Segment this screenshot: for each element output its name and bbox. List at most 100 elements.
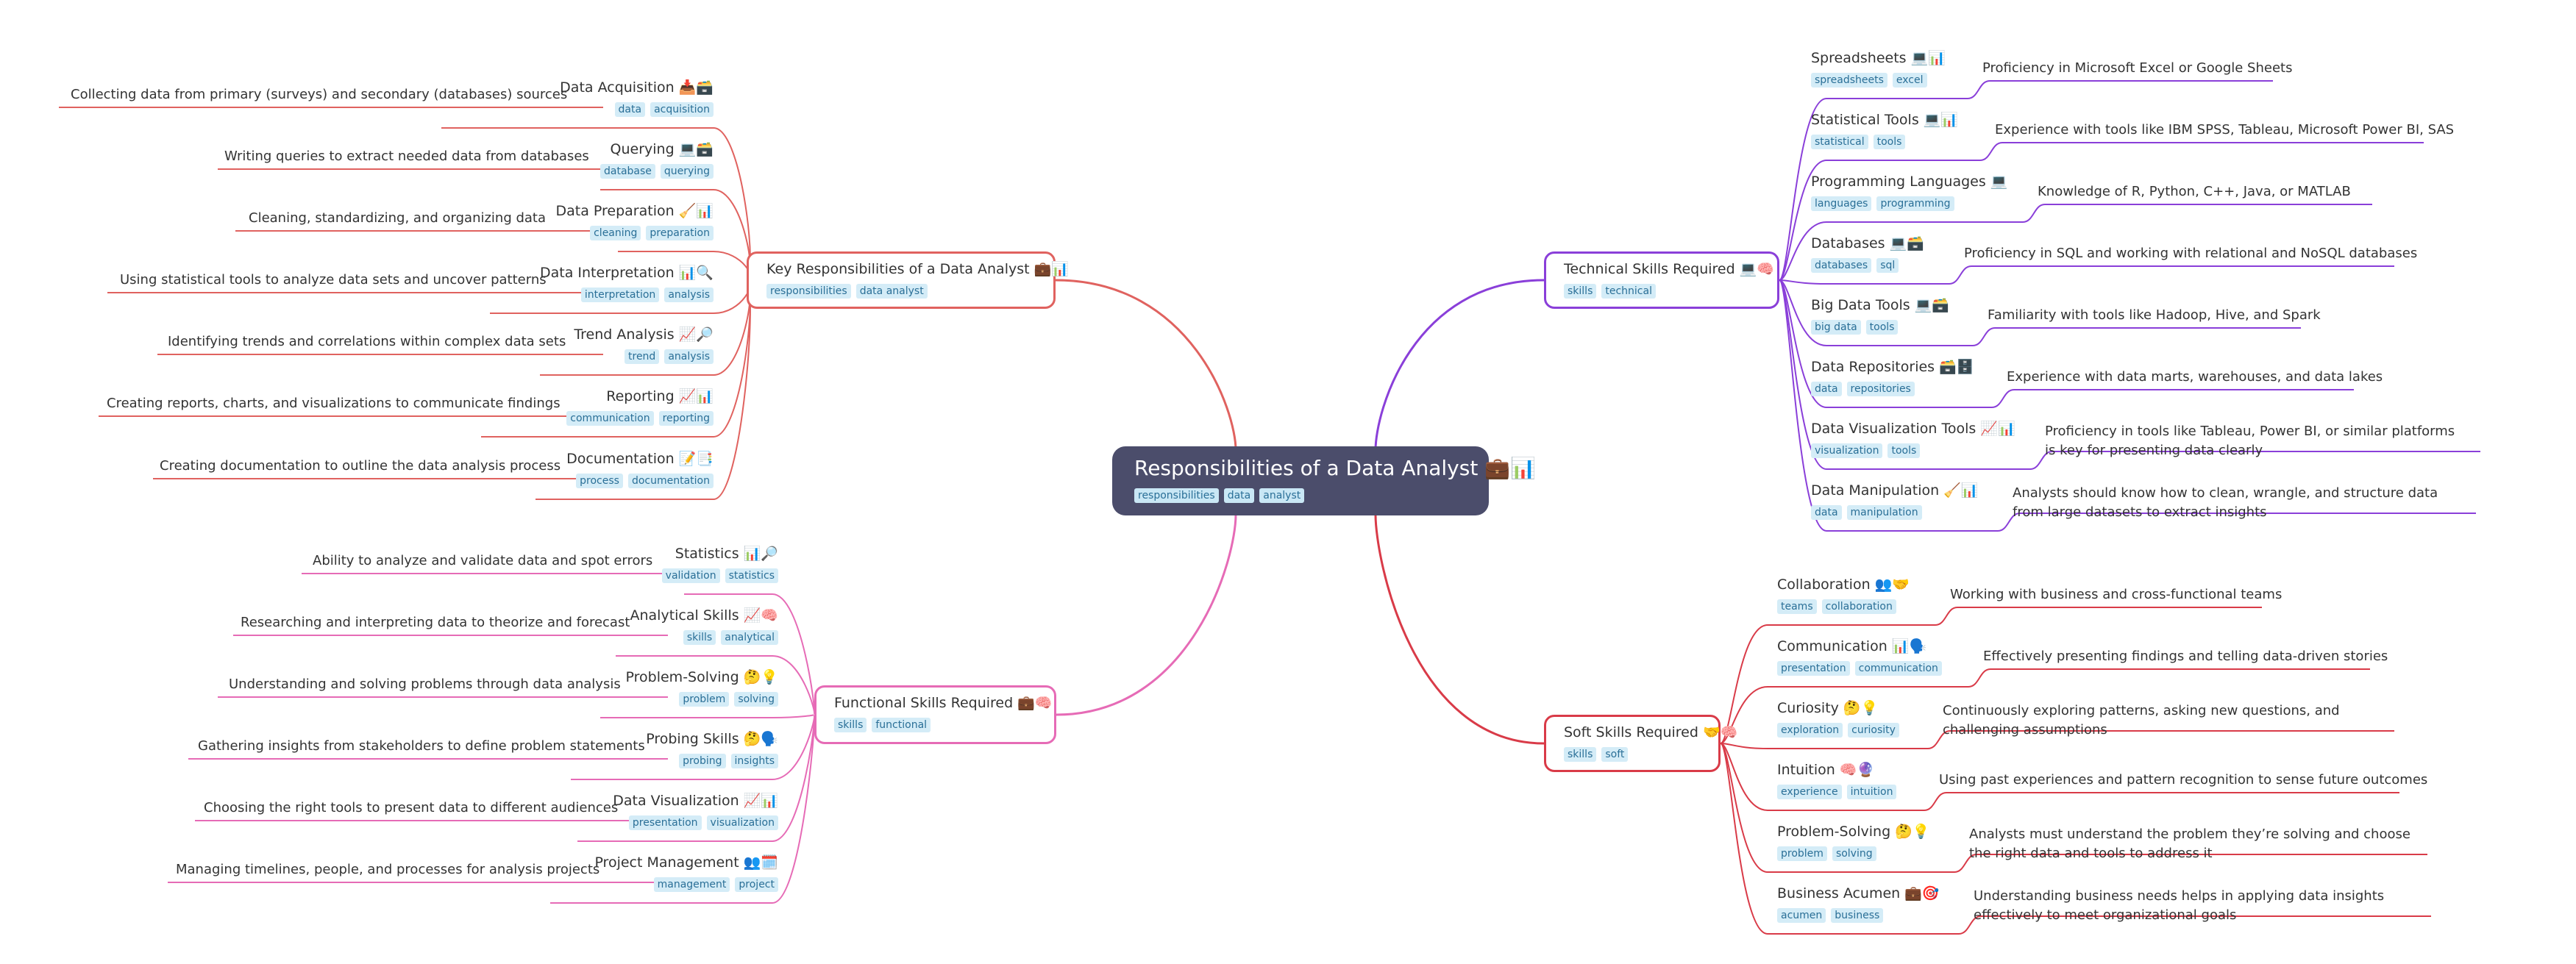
tag[interactable]: analysis xyxy=(664,288,714,302)
tag[interactable]: documentation xyxy=(627,474,714,488)
root-topic[interactable]: Responsibilities of a Data Analyst 💼📊 re… xyxy=(1112,446,1536,515)
tag[interactable]: data xyxy=(1811,505,1842,520)
tag[interactable]: skills xyxy=(683,630,716,645)
tag[interactable]: reporting xyxy=(658,411,714,426)
tag[interactable]: intuition xyxy=(1846,785,1897,799)
tag[interactable]: business xyxy=(1831,908,1884,923)
tag[interactable]: trend xyxy=(625,349,660,364)
tag[interactable]: problem xyxy=(679,692,730,707)
tag[interactable]: problem xyxy=(1777,846,1827,861)
tag[interactable]: skills xyxy=(834,718,867,732)
tag[interactable]: soft xyxy=(1601,747,1629,762)
tag[interactable]: technical xyxy=(1601,284,1656,299)
tag[interactable]: functional xyxy=(872,718,931,732)
tag[interactable]: sql xyxy=(1876,258,1899,273)
tag[interactable]: collaboration xyxy=(1821,599,1896,614)
tag[interactable]: insights xyxy=(730,754,778,768)
tag[interactable]: data xyxy=(614,102,646,117)
tag[interactable]: data analyst xyxy=(855,284,928,299)
tag[interactable]: communication xyxy=(566,411,654,426)
tag[interactable]: data xyxy=(1223,488,1255,503)
tag[interactable]: teams xyxy=(1777,599,1817,614)
tag[interactable]: databases xyxy=(1811,258,1872,273)
tag[interactable]: solving xyxy=(1832,846,1876,861)
detail-text: Experience with tools like IBM SPSS, Tab… xyxy=(1995,122,2455,138)
tag[interactable]: analysis xyxy=(664,349,714,364)
tag[interactable]: cleaning xyxy=(590,226,641,240)
tag[interactable]: database xyxy=(600,164,655,179)
tag[interactable]: probing xyxy=(679,754,726,768)
root-topic-tags: responsibilities data analyst xyxy=(1134,488,1467,503)
tag[interactable]: interpretation xyxy=(580,288,660,302)
tag[interactable]: exploration xyxy=(1777,723,1843,738)
tag[interactable]: excel xyxy=(1892,73,1927,88)
tag[interactable]: repositories xyxy=(1846,382,1915,396)
tag[interactable]: acumen xyxy=(1777,908,1826,923)
tag[interactable]: experience xyxy=(1777,785,1842,799)
tag[interactable]: responsibilities xyxy=(766,284,851,299)
tag[interactable]: acquisition xyxy=(650,102,714,117)
tag[interactable]: analyst xyxy=(1259,488,1305,503)
tag[interactable]: visualization xyxy=(1811,443,1883,458)
tag[interactable]: languages xyxy=(1811,196,1872,211)
tag[interactable]: solving xyxy=(734,692,778,707)
tag[interactable]: manipulation xyxy=(1846,505,1922,520)
tag[interactable]: spreadsheets xyxy=(1811,73,1887,88)
subtopic-node[interactable]: Data Visualization Tools 📈📊visualization… xyxy=(1811,419,2015,458)
tag[interactable]: big data xyxy=(1811,320,1861,335)
tag[interactable]: validation xyxy=(661,568,720,583)
tag[interactable]: management xyxy=(653,877,730,892)
tag[interactable]: statistical xyxy=(1811,135,1868,149)
tag[interactable]: project xyxy=(735,877,778,892)
tag[interactable]: skills xyxy=(1564,284,1597,299)
tag[interactable]: visualization xyxy=(706,815,778,830)
branch-topic-key[interactable]: Key Responsibilities of a Data Analyst 💼… xyxy=(747,251,1069,309)
tag[interactable]: presentation xyxy=(628,815,702,830)
detail-text: Effectively presenting findings and tell… xyxy=(1983,649,2388,664)
tag[interactable]: responsibilities xyxy=(1134,488,1219,503)
tag[interactable]: preparation xyxy=(646,226,714,240)
tag[interactable]: curiosity xyxy=(1848,723,1899,738)
tag[interactable]: presentation xyxy=(1777,661,1850,676)
tag[interactable]: communication xyxy=(1854,661,1942,676)
tag[interactable]: programming xyxy=(1876,196,1954,211)
tag[interactable]: skills xyxy=(1564,747,1597,762)
tag[interactable]: data xyxy=(1811,382,1842,396)
tag[interactable]: tools xyxy=(1887,443,1921,458)
tag[interactable]: querying xyxy=(660,164,714,179)
tag[interactable]: analytical xyxy=(721,630,778,645)
tag[interactable]: tools xyxy=(1865,320,1899,335)
tag[interactable]: process xyxy=(576,474,623,488)
tag[interactable]: statistics xyxy=(725,568,778,583)
tag[interactable]: tools xyxy=(1873,135,1906,149)
